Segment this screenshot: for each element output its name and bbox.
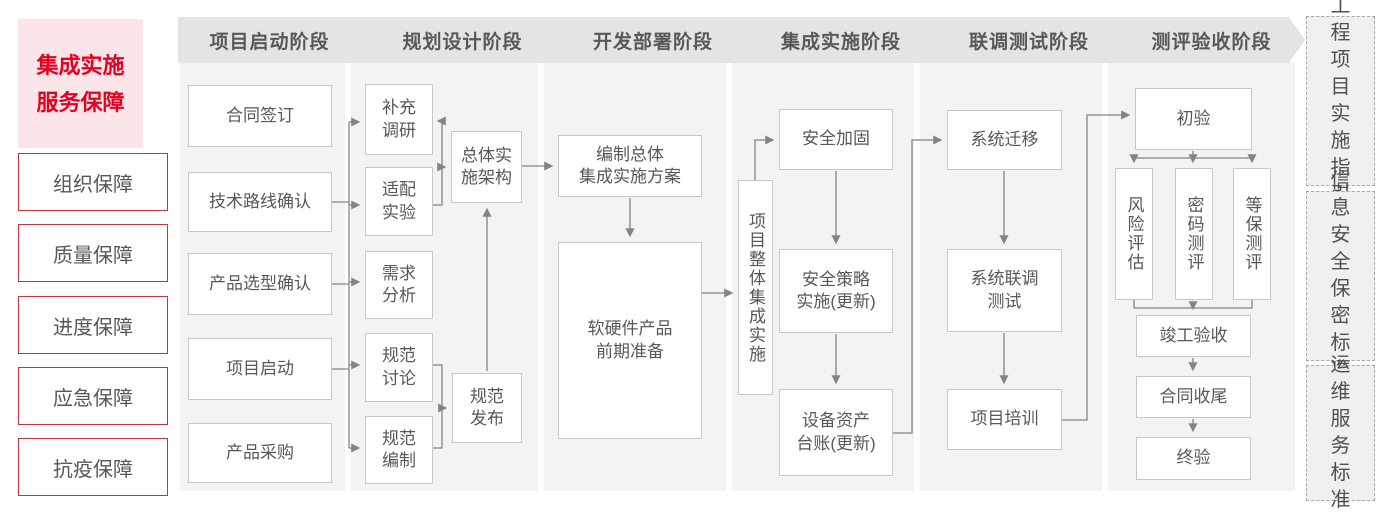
- node-mlps-evaluation: 等保测评: [1233, 168, 1271, 300]
- phase-header-planning: 规划设计阶段: [351, 17, 564, 63]
- node-product-selection-confirm: 产品选型确认: [188, 253, 332, 315]
- phase-header-startup: 项目启动阶段: [178, 17, 369, 63]
- node-system-joint-test: 系统联调 测试: [947, 249, 1062, 332]
- node-initial-acceptance: 初验: [1135, 88, 1252, 150]
- guarantee-quality: 质量保障: [18, 224, 168, 282]
- node-supplementary-research: 补充 调研: [365, 84, 433, 155]
- diagram-title: 集成实施 服务保障: [18, 19, 143, 148]
- node-product-preparation: 软硬件产品 前期准备: [558, 242, 702, 439]
- node-security-hardening: 安全加固: [779, 109, 893, 170]
- connector-lines: [332, 110, 1257, 453]
- ref-ops-service-standard: 运维 服务 标准: [1306, 354, 1375, 511]
- node-spec-drafting: 规范 编制: [365, 416, 433, 484]
- ref-security-confidentiality-standard: 信息 安全 保密 标准: [1306, 170, 1375, 381]
- node-project-training: 项目培训: [947, 389, 1062, 450]
- node-crypto-evaluation: 密码测评: [1175, 168, 1213, 300]
- node-spec-release: 规范 发布: [452, 373, 522, 443]
- node-requirement-analysis: 需求 分析: [365, 251, 433, 319]
- node-overall-architecture: 总体实 施架构: [451, 131, 522, 203]
- node-project-kickoff: 项目启动: [188, 338, 332, 400]
- node-risk-assessment: 风险评估: [1115, 168, 1153, 300]
- node-completion-acceptance: 竣工验收: [1136, 315, 1251, 357]
- phase-header-acceptance: 测评验收阶段: [1108, 17, 1305, 63]
- node-contract-signing: 合同签订: [188, 85, 332, 147]
- guarantee-pandemic: 抗疫保障: [18, 438, 168, 496]
- node-contract-closing: 合同收尾: [1136, 376, 1251, 418]
- node-overall-integration: 项目整体集成实施: [738, 180, 773, 395]
- node-adaptation-experiment: 适配 实验: [365, 167, 433, 236]
- node-tech-route-confirm: 技术路线确认: [188, 172, 332, 232]
- phase-header-integration: 集成实施阶段: [732, 17, 940, 63]
- node-asset-ledger: 设备资产 台账(更新): [779, 389, 893, 476]
- node-final-acceptance: 终验: [1136, 437, 1251, 480]
- guarantee-schedule: 进度保障: [18, 296, 168, 354]
- node-security-policy: 安全策略 实施(更新): [779, 249, 893, 333]
- phase-header-joint-testing: 联调测试阶段: [920, 17, 1128, 63]
- ref-engineering-guideline: 工程 项目 实施 指引: [1306, 0, 1375, 206]
- node-product-procurement: 产品采购: [188, 423, 332, 483]
- node-system-migration: 系统迁移: [947, 110, 1062, 170]
- guarantee-emergency: 应急保障: [18, 367, 168, 425]
- node-spec-discussion: 规范 讨论: [365, 333, 433, 402]
- guarantee-organization: 组织保障: [18, 153, 168, 211]
- node-overall-plan: 编制总体 集成实施方案: [558, 135, 702, 197]
- phase-header-development: 开发部署阶段: [544, 17, 752, 63]
